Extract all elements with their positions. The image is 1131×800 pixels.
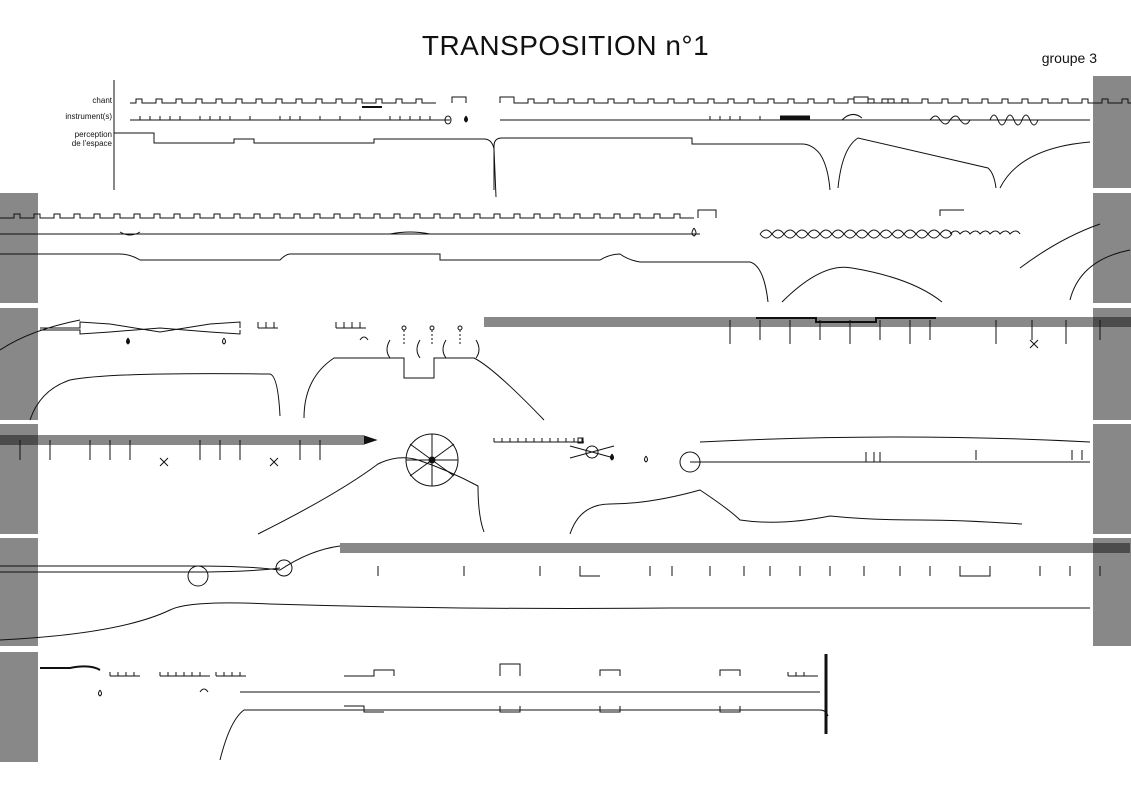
row-label-perception: perception de l'espace: [71, 130, 112, 148]
page-tab-left: [0, 193, 38, 303]
chant-line: [130, 98, 436, 104]
page-tab-right: [1093, 538, 1131, 646]
page-tab-left: [0, 652, 38, 762]
perception-line: [114, 132, 497, 198]
drop-mark: [444, 115, 452, 125]
page-tab-left: [0, 538, 38, 646]
perception-line: [219, 709, 829, 761]
page-tab-left: [0, 308, 38, 420]
perception-line: [257, 457, 485, 535]
chant-line: [499, 96, 908, 104]
row-label-chant: chant: [92, 96, 112, 105]
wave-mark: [929, 115, 971, 125]
perception-line: [29, 373, 281, 421]
staff-lines: [484, 317, 1131, 327]
chant-line: [853, 96, 1131, 104]
page-tab-right: [1093, 424, 1131, 534]
perception-line: [0, 253, 769, 303]
page-tabs: [0, 76, 1131, 762]
wave-chain: [759, 229, 1021, 239]
perception-line: [493, 137, 831, 191]
page-tab-right: [1093, 308, 1131, 420]
page-tab-right: [1093, 76, 1131, 188]
staff-lines: [0, 435, 364, 445]
page-tab-right: [1093, 193, 1131, 303]
staff-lines: [340, 543, 1130, 553]
perception-line: [0, 602, 1090, 641]
chant-line: [0, 213, 694, 219]
instrument-line: [0, 545, 1130, 571]
crescendo-shape: [40, 321, 241, 333]
row-label-instrument: instrument(s): [65, 112, 112, 121]
score-title: TRANSPOSITION n°1: [421, 30, 710, 61]
circle-mark: [275, 559, 293, 577]
chant-block: [451, 96, 467, 103]
group-label: groupe 3: [1041, 50, 1097, 66]
circle-mark: [187, 565, 209, 587]
